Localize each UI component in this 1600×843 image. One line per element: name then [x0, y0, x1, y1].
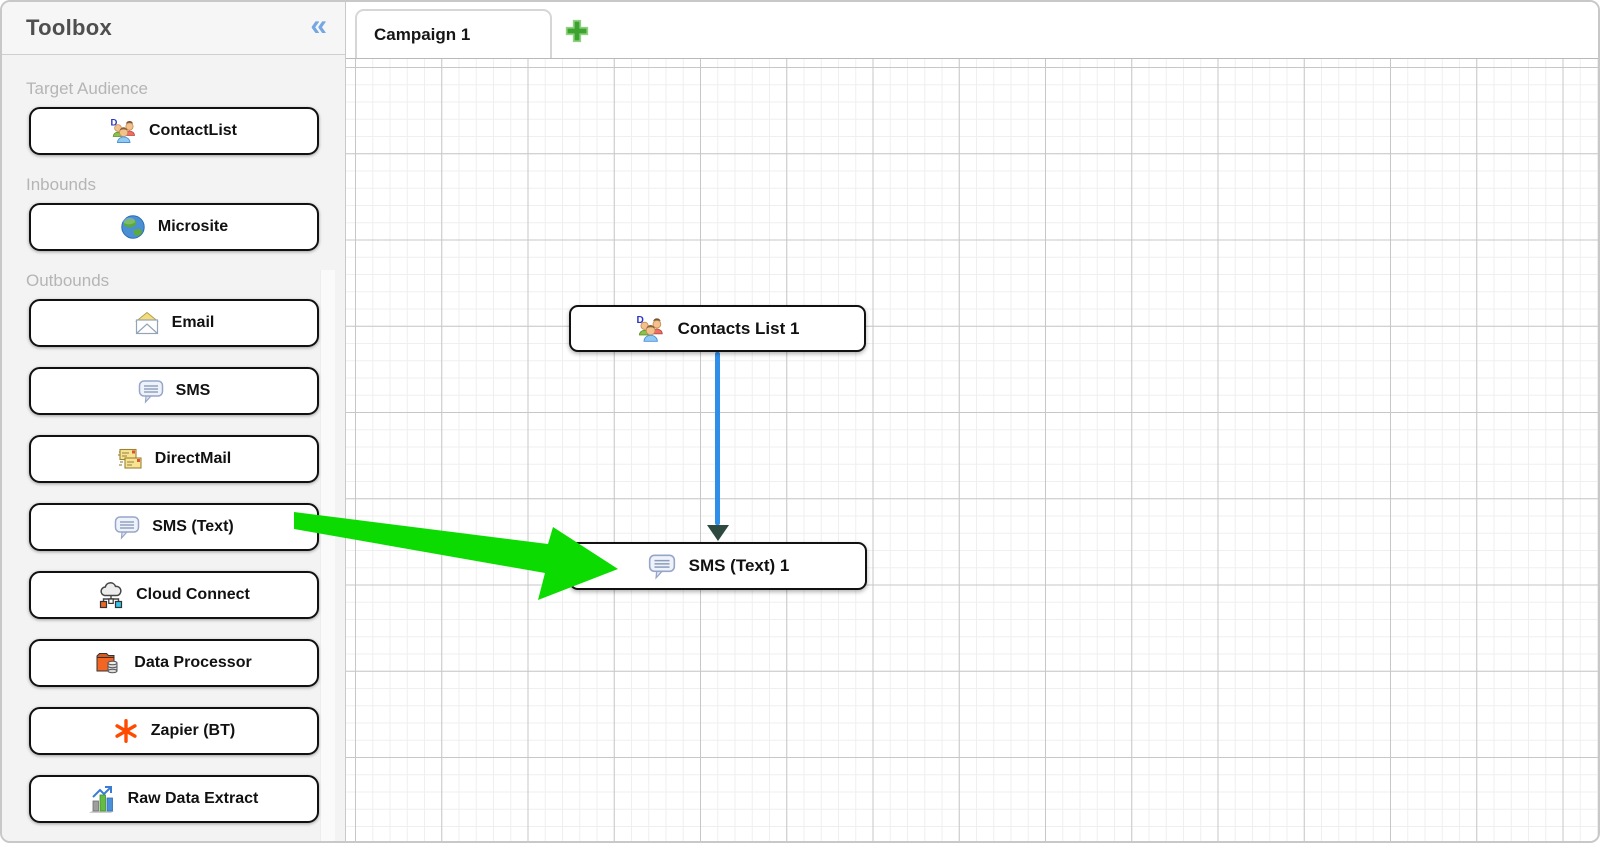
section-label-inbounds: Inbounds	[26, 175, 96, 194]
tool-contactlist-label: ContactList	[149, 122, 237, 139]
toolbox-header: Toolbox «	[2, 2, 345, 55]
connector-line[interactable]	[715, 352, 720, 525]
tool-microsite[interactable]: Microsite	[28, 203, 319, 251]
sidebar-scrollbar-track[interactable]	[320, 270, 335, 841]
tab-campaign-1-label: Campaign 1	[374, 24, 471, 44]
node-sms-text-1[interactable]: SMS (Text) 1	[569, 542, 867, 590]
tool-sms-text-label: SMS (Text)	[152, 518, 234, 535]
svg-text:D: D	[636, 315, 643, 326]
tool-sms-text[interactable]: SMS (Text)	[28, 503, 319, 551]
email-icon	[133, 309, 161, 337]
sms-bubble-icon	[137, 377, 165, 405]
toolbox-title: Toolbox	[26, 15, 113, 40]
cloud-connect-icon	[97, 581, 125, 609]
tool-email-label: Email	[171, 314, 215, 331]
node-contacts-list-1[interactable]: D Contacts List 1	[569, 305, 866, 352]
tab-bar: Campaign 1	[346, 2, 1598, 58]
svg-text:D: D	[111, 118, 118, 129]
tool-cloud-connect[interactable]: Cloud Connect	[28, 571, 319, 619]
add-tab-button[interactable]	[564, 18, 590, 44]
connector-arrowhead-icon	[707, 525, 729, 541]
plus-icon	[564, 19, 590, 48]
tool-sms[interactable]: SMS	[28, 367, 319, 415]
tab-campaign-1[interactable]: Campaign 1	[355, 9, 552, 58]
contact-list-icon: D	[636, 314, 666, 344]
node-contacts-list-1-label: Contacts List 1	[677, 318, 800, 338]
tool-microsite-label: Microsite	[157, 218, 229, 235]
zapier-icon	[112, 717, 140, 745]
raw-data-extract-icon	[88, 785, 117, 813]
tool-zapier-label: Zapier (BT)	[150, 722, 236, 739]
tool-directmail-label: DirectMail	[154, 450, 232, 467]
tool-data-processor-label: Data Processor	[134, 654, 252, 671]
tool-contactlist[interactable]: D ContactList	[28, 107, 319, 155]
tool-zapier[interactable]: Zapier (BT)	[28, 707, 319, 755]
collapse-sidebar-icon[interactable]: «	[310, 9, 327, 42]
tool-directmail[interactable]: DirectMail	[28, 435, 319, 483]
section-label-target-audience: Target Audience	[26, 79, 148, 98]
campaign-canvas[interactable]: D Contacts List 1 SMS (Text) 1	[346, 58, 1598, 841]
tool-raw-data-extract[interactable]: Raw Data Extract	[28, 775, 319, 823]
section-label-outbounds: Outbounds	[26, 271, 110, 290]
tool-sms-label: SMS	[175, 382, 211, 399]
tool-data-processor[interactable]: Data Processor	[28, 639, 319, 687]
tool-cloud-connect-label: Cloud Connect	[136, 586, 250, 603]
globe-icon	[119, 213, 147, 241]
sms-bubble-icon	[113, 513, 141, 541]
node-sms-text-1-label: SMS (Text) 1	[688, 556, 790, 575]
direct-mail-icon	[116, 445, 144, 473]
toolbox-content: Target Audience D ContactList Inbounds M…	[2, 55, 345, 823]
toolbox-sidebar: Toolbox « Target Audience D ContactList …	[2, 2, 346, 841]
contact-list-icon: D	[110, 117, 138, 145]
sms-bubble-icon	[647, 551, 677, 581]
data-processor-icon	[95, 649, 123, 677]
tool-raw-data-extract-label: Raw Data Extract	[127, 790, 259, 807]
tool-email[interactable]: Email	[28, 299, 319, 347]
